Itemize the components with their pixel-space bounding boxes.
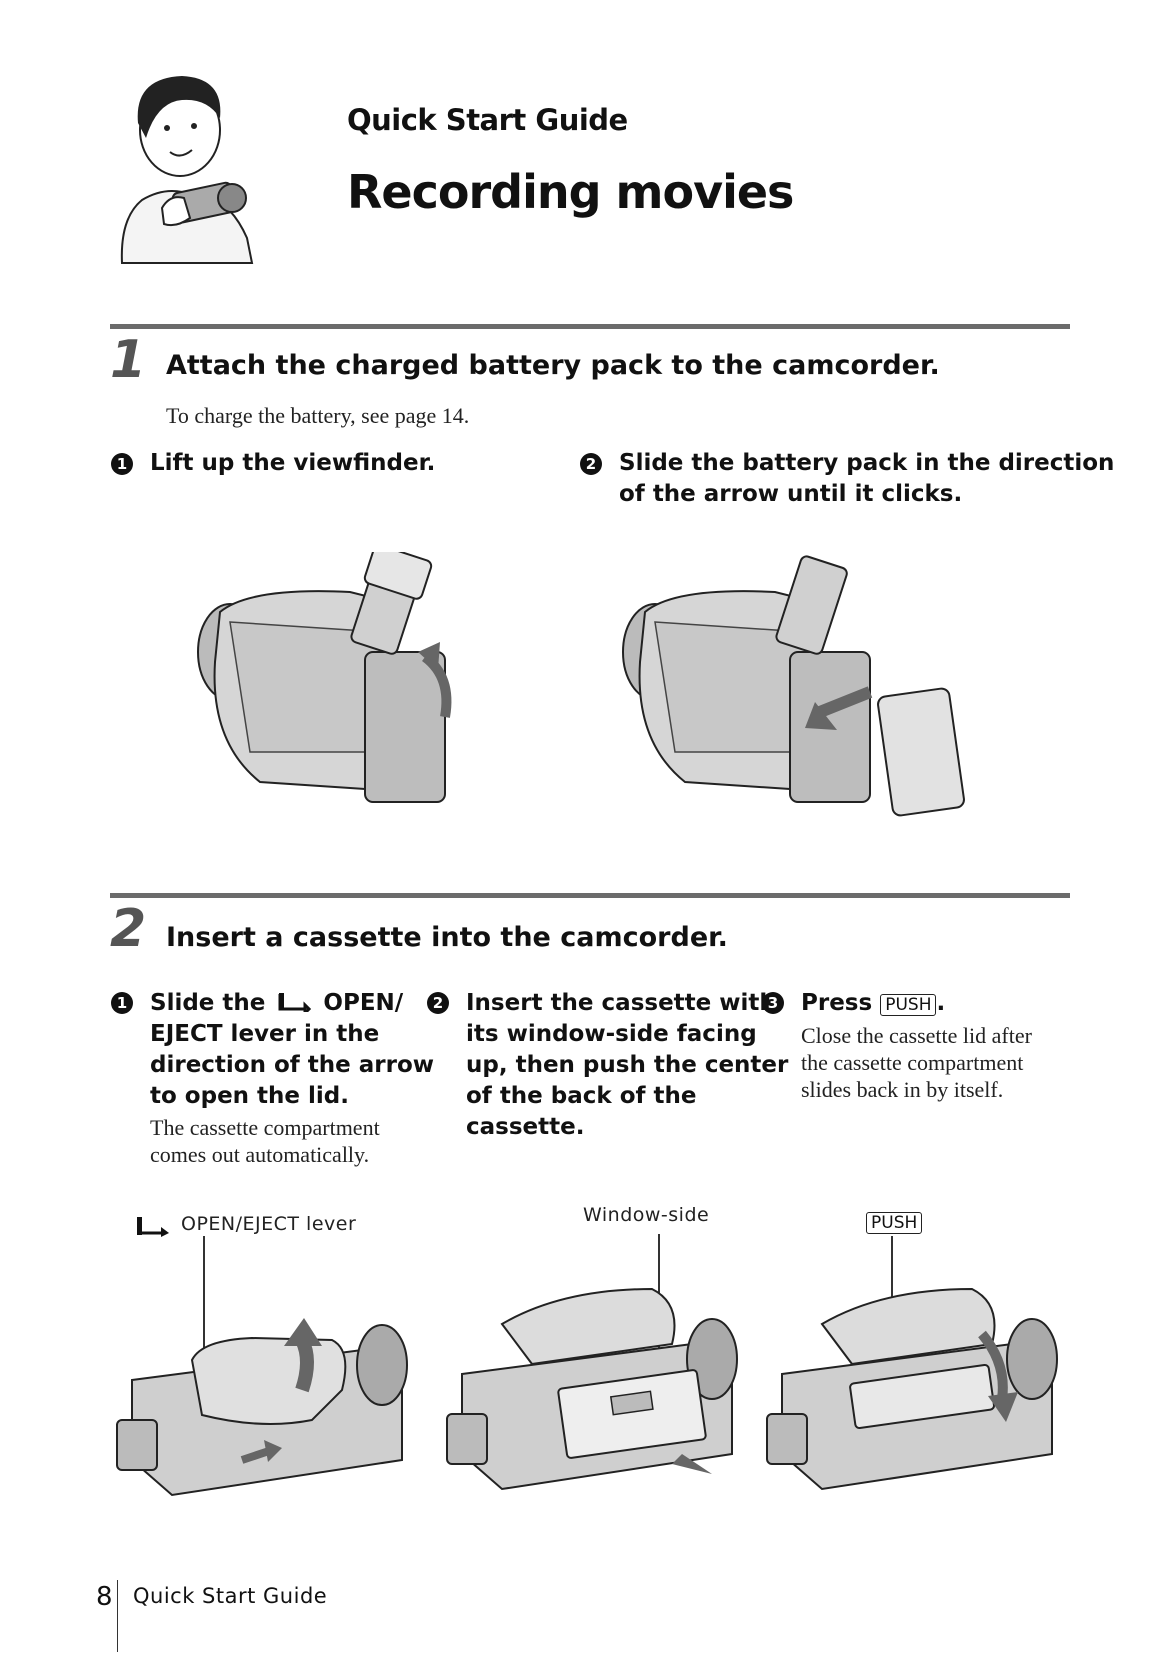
substep-text: Press PUSH.: [801, 988, 945, 1019]
step-number: 2: [110, 899, 147, 959]
open-eject-lever-icon: [137, 1217, 169, 1237]
substep-text-part: OPEN/: [323, 990, 404, 1016]
section-kicker: Quick Start Guide: [347, 103, 628, 137]
bullet-number: 1: [111, 992, 133, 1014]
push-button-key: PUSH: [866, 1212, 923, 1234]
substep-text: of the arrow until it clicks.: [619, 481, 963, 507]
step-heading: Attach the charged battery pack to the c…: [166, 350, 940, 381]
push-callout-label: PUSH: [866, 1212, 923, 1234]
bullet-number: 2: [427, 992, 449, 1014]
section-divider: [110, 324, 1070, 329]
step-note: To charge the battery, see page 14.: [166, 403, 470, 428]
callout-leader-line: [203, 1236, 205, 1436]
person-with-camcorder-illustration: [120, 76, 254, 264]
substep-text: its window-side facing: [466, 1021, 757, 1047]
substep-note: The cassette compartment: [150, 1115, 380, 1140]
substep-note: comes out automatically.: [150, 1142, 370, 1167]
substep-text: Slide the battery pack in the direction: [619, 450, 1115, 476]
section-divider: [110, 893, 1070, 898]
step-heading: Insert a cassette into the camcorder.: [166, 922, 728, 953]
push-button-key: PUSH: [880, 994, 937, 1016]
camcorder-open-lid-illustration: [116, 1318, 408, 1497]
bullet-number: 1: [111, 453, 133, 475]
substep-note: the cassette compartment: [801, 1050, 1024, 1075]
substep-note: Close the cassette lid after: [801, 1023, 1032, 1048]
substep-text-part: Slide the: [150, 990, 266, 1016]
camcorder-viewfinder-illustration: [197, 552, 452, 803]
substep-text-part: .: [936, 990, 946, 1016]
substep-text: up, then push the center: [466, 1052, 789, 1078]
step-number: 1: [110, 330, 147, 390]
camcorder-insert-cassette-illustration: [446, 1287, 738, 1491]
footer-section-label: Quick Start Guide: [133, 1584, 328, 1608]
window-side-callout-label: Window-side: [583, 1204, 710, 1226]
footer-divider: [117, 1580, 118, 1652]
substep-text: of the back of the: [466, 1083, 697, 1109]
substep-text-part: Press: [801, 990, 873, 1016]
substep-note: slides back in by itself.: [801, 1077, 1004, 1102]
open-eject-lever-icon: [278, 993, 312, 1017]
substep-text: EJECT lever in the: [150, 1021, 380, 1047]
substep-text: Insert the cassette with: [466, 990, 776, 1016]
bullet-number: 2: [580, 453, 602, 475]
page-number: 8: [96, 1582, 113, 1612]
substep-text: Slide the OPEN/: [150, 988, 403, 1019]
camcorder-battery-illustration: [622, 555, 965, 817]
camcorder-close-compartment-illustration: [766, 1287, 1058, 1491]
bullet-number: 3: [762, 992, 784, 1014]
substep-text: to open the lid.: [150, 1083, 349, 1109]
lever-callout-label: OPEN/EJECT lever: [181, 1213, 357, 1235]
substep-text: Lift up the viewfinder.: [150, 450, 436, 476]
substep-text: cassette.: [466, 1114, 585, 1140]
page-title: Recording movies: [347, 165, 794, 219]
substep-text: direction of the arrow: [150, 1052, 435, 1078]
